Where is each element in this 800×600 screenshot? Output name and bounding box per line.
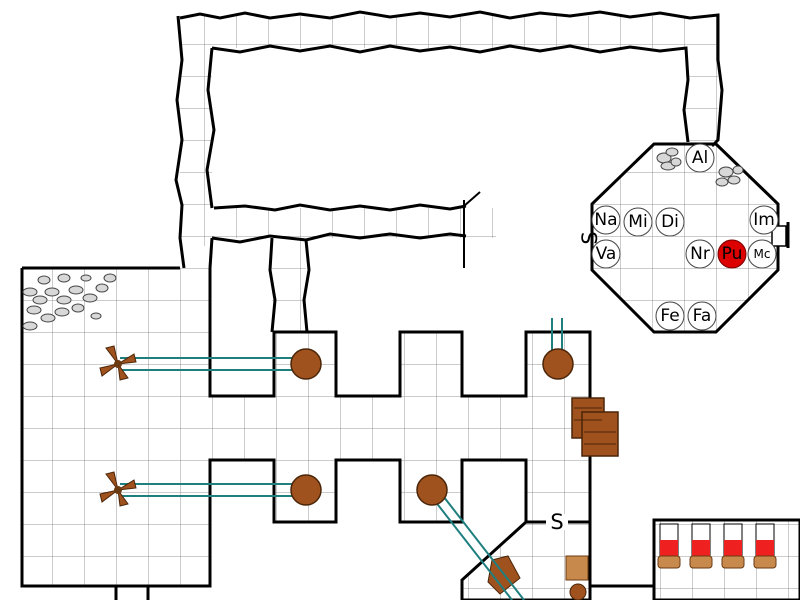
exit-corridor	[114, 586, 150, 600]
rubble-pile	[656, 147, 744, 187]
wooden-stool	[565, 555, 589, 600]
secret-door-octagon: S	[578, 231, 602, 244]
svg-text:Di: Di	[661, 212, 679, 232]
bed	[657, 523, 681, 569]
pillar	[290, 474, 322, 506]
rope-lines	[120, 318, 563, 600]
bed	[689, 523, 713, 569]
svg-text:Mi: Mi	[628, 212, 647, 232]
token-mc[interactable]: Mc	[747, 239, 777, 269]
pillar	[416, 474, 448, 506]
wooden-crate	[571, 397, 619, 457]
token-al[interactable]: Al	[685, 143, 715, 173]
svg-text:Fe: Fe	[660, 306, 679, 326]
lower-room	[460, 518, 800, 600]
bed	[753, 523, 777, 569]
ballista	[99, 471, 137, 507]
secret-door-south: S	[546, 510, 568, 534]
ballista	[99, 345, 137, 381]
svg-text:Mc: Mc	[754, 247, 771, 261]
octagon-room	[590, 142, 790, 334]
pillar	[542, 348, 574, 380]
pillar	[290, 348, 322, 380]
svg-text:Nr: Nr	[690, 244, 710, 264]
token-na[interactable]: Na	[591, 205, 621, 235]
token-fa[interactable]: Fa	[687, 301, 717, 331]
svg-text:Va: Va	[596, 244, 617, 264]
svg-text:S: S	[550, 510, 563, 534]
rubble-pile	[22, 273, 117, 331]
token-nr[interactable]: Nr	[685, 239, 715, 269]
svg-text:Al: Al	[692, 148, 708, 168]
bed	[721, 523, 745, 569]
svg-text:Na: Na	[594, 210, 617, 230]
token-fe[interactable]: Fe	[655, 301, 685, 331]
cave-passage	[174, 10, 724, 333]
token-pu[interactable]: Pu	[717, 239, 747, 269]
main-hall	[20, 266, 592, 588]
svg-text:Pu: Pu	[722, 244, 743, 264]
pillars	[290, 348, 574, 506]
token-va[interactable]: Va	[591, 239, 621, 269]
door[interactable]	[771, 225, 787, 247]
svg-text:Im: Im	[753, 210, 775, 230]
token-im[interactable]: Im	[749, 205, 779, 235]
svg-text:Fa: Fa	[693, 306, 712, 326]
token-mi[interactable]: Mi	[623, 207, 653, 237]
token-di[interactable]: Di	[655, 207, 685, 237]
